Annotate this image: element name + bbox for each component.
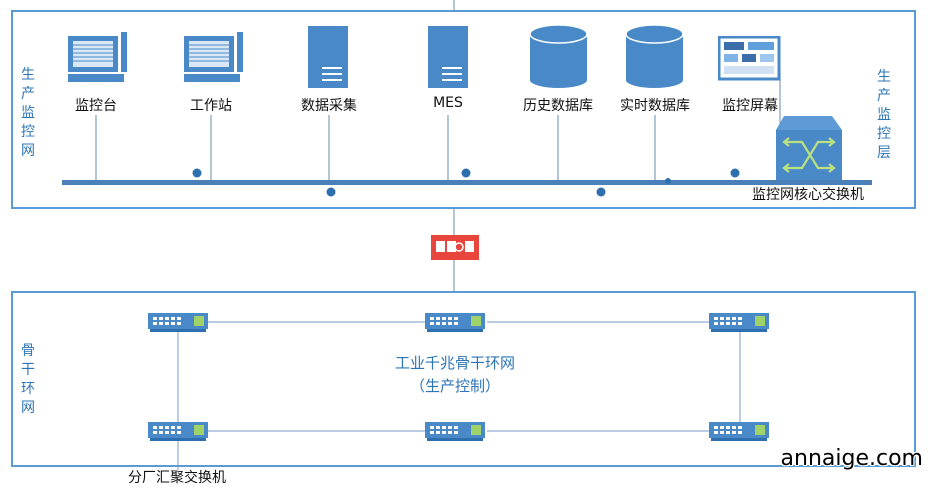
switch-icon (148, 422, 208, 441)
backbone-network-label: 骨 干 环 网 (21, 343, 35, 416)
monitoring-network-label: 生 产 监 控 网 (21, 67, 35, 159)
core-switch-label: 监控网核心交换机 (752, 187, 864, 203)
monitor-icon (68, 32, 127, 82)
node-label-realtime-db: 实时数据库 (620, 98, 690, 114)
node-label-history-db: 历史数据库 (523, 98, 593, 114)
switch-icon (148, 313, 208, 332)
monitoring-network-box (11, 10, 916, 209)
firewall-icon (431, 235, 479, 260)
backbone-network-box (11, 291, 916, 467)
database-icon (529, 24, 588, 88)
switch-icon (709, 313, 769, 332)
monitoring-layer-label: 生 产 监 控 层 (877, 69, 891, 161)
watermark: annaige.com (780, 446, 923, 471)
node-label-workstation: 工作站 (190, 98, 232, 114)
switch-icon (425, 313, 485, 332)
network-bus (62, 180, 872, 185)
node-label-mes: MES (433, 95, 463, 111)
node-label-data-collection: 数据采集 (301, 98, 357, 114)
ring-subtitle: （生产控制） (409, 377, 500, 395)
core-switch-icon (776, 116, 842, 180)
node-label-monitor-screen: 监控屏幕 (722, 98, 778, 114)
switch-icon (709, 422, 769, 441)
server-icon (428, 26, 468, 88)
node-label-console: 监控台 (75, 98, 117, 114)
monitor-icon (184, 32, 243, 82)
screen-icon (718, 36, 781, 81)
server-icon (308, 26, 348, 88)
database-icon (625, 24, 684, 88)
branch-switch-label: 分厂汇聚交换机 (128, 470, 226, 486)
ring-title: 工业千兆骨干环网 (394, 354, 515, 372)
switch-icon (425, 422, 485, 441)
